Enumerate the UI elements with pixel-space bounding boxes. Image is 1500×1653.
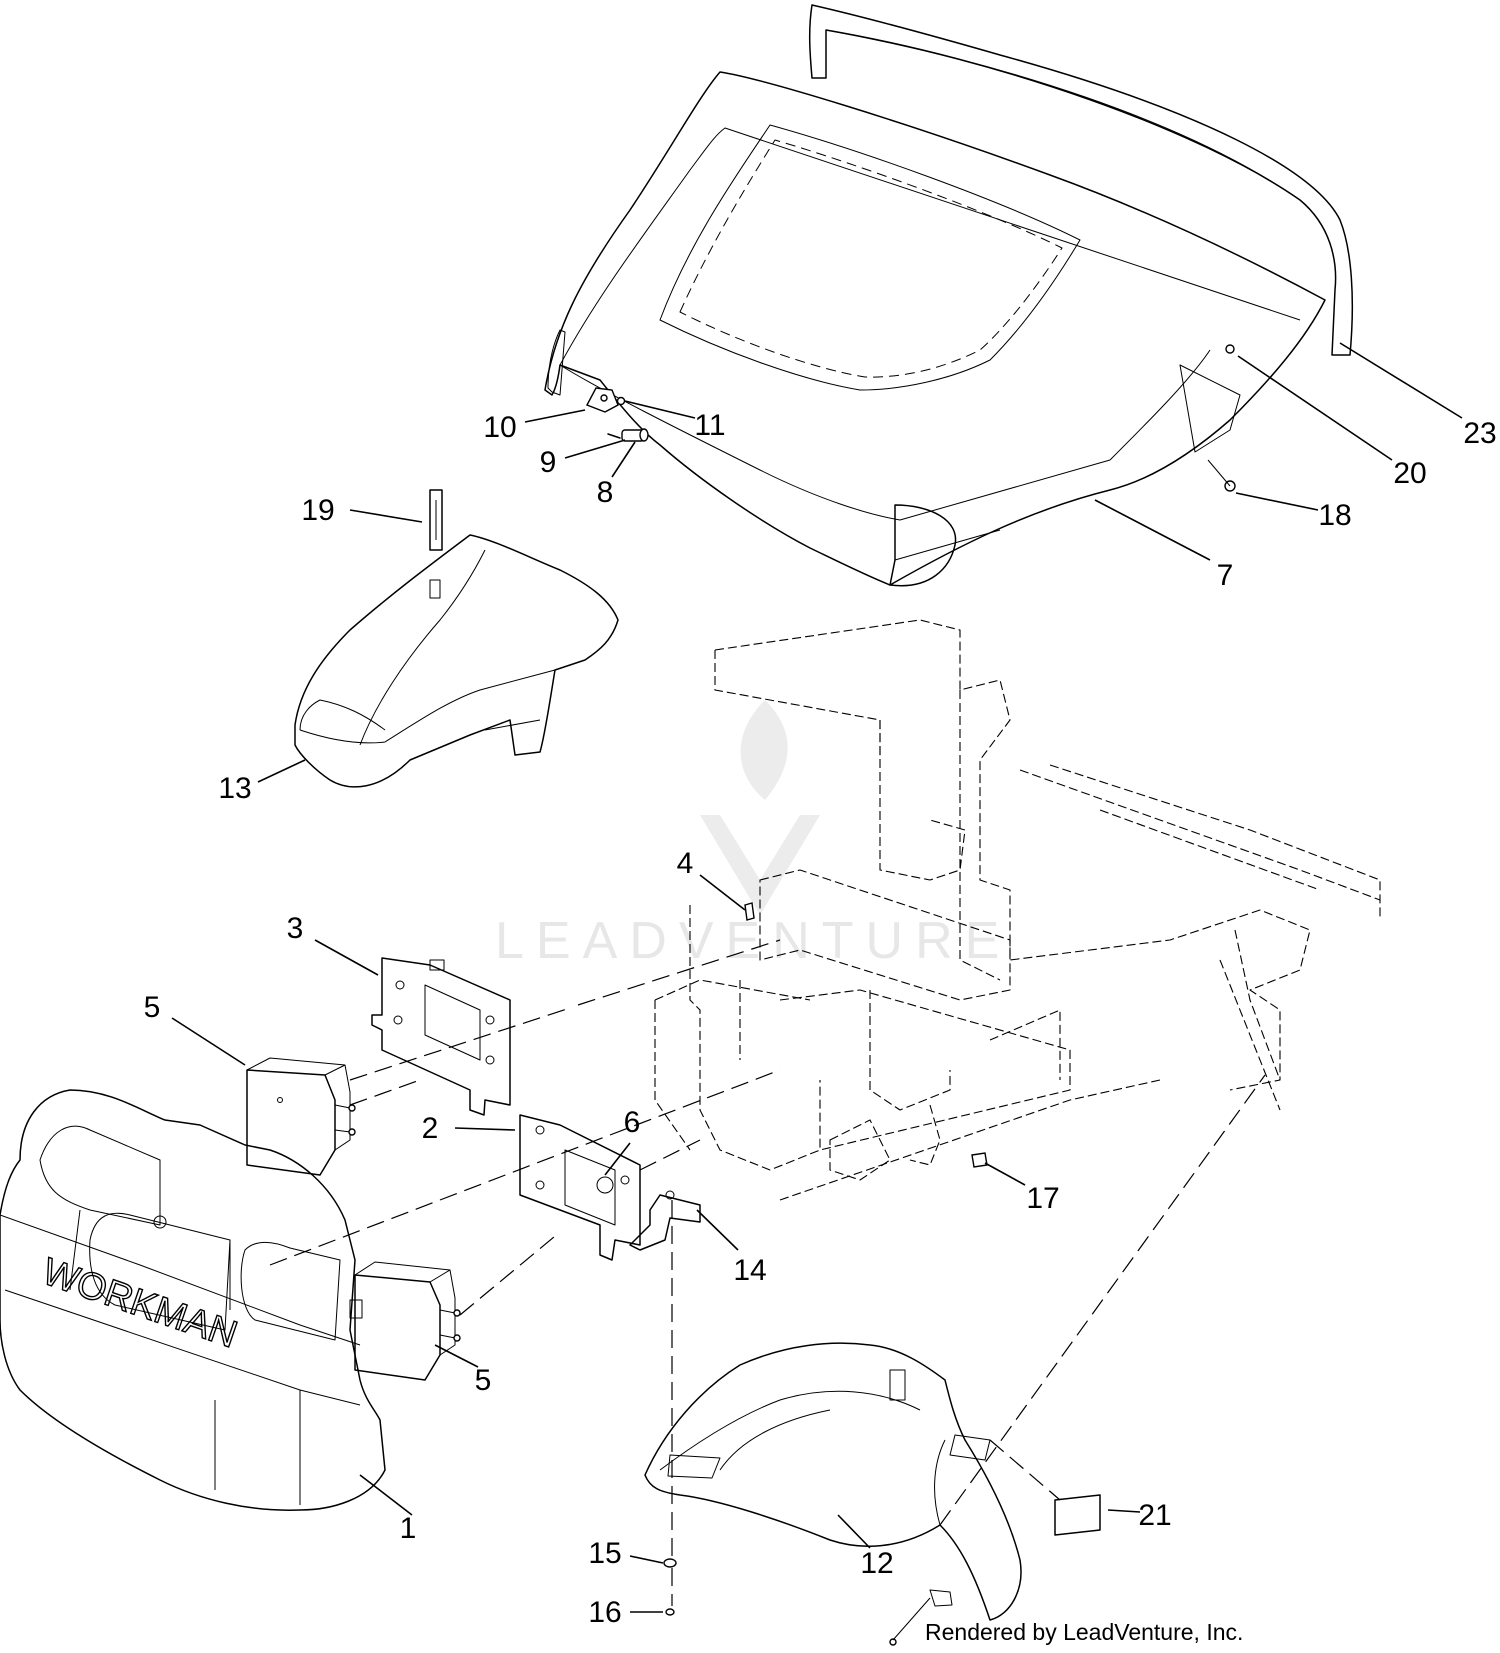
bolt-4: [744, 902, 755, 921]
callout-label: 9: [540, 446, 557, 479]
callout-leader-line: [1237, 355, 1393, 461]
callout-leader-line: [699, 874, 746, 911]
dash-cowl: [294, 534, 619, 788]
callout-label: 17: [1026, 1182, 1059, 1215]
callout-leader-line: [564, 439, 626, 459]
top-trim-strip: [808, 4, 1354, 356]
callout-leader-line: [434, 1344, 479, 1368]
callout-label: 12: [860, 1547, 893, 1580]
callout-label: 20: [1393, 457, 1426, 490]
callout-leader-line: [1235, 492, 1319, 511]
decal: [1054, 1494, 1101, 1536]
nut: [616, 396, 626, 406]
callout-label: 5: [475, 1364, 492, 1397]
callout-label: 13: [218, 772, 251, 805]
assembly-lines: [269, 939, 1266, 1606]
callout-label: 4: [677, 847, 694, 880]
callout-leader-line: [1107, 1509, 1141, 1513]
callout-leader-line: [604, 1142, 631, 1176]
callout-label: 15: [588, 1537, 621, 1570]
fender: [644, 1342, 1022, 1621]
callout-leader-line: [611, 441, 636, 478]
callout-label: 11: [694, 409, 725, 442]
callout-leader-line: [349, 509, 423, 523]
fender-hardware: [663, 1558, 677, 1616]
hood-hardware: [586, 344, 1236, 492]
callout-leader-line: [257, 759, 306, 783]
fender-mount-hardware: [889, 1589, 953, 1646]
callout-leader-line: [171, 1017, 246, 1066]
callout-leader-line: [984, 1162, 1026, 1186]
hood: [544, 71, 1326, 587]
callout-label: 16: [588, 1596, 621, 1629]
nut-16: [665, 1608, 675, 1616]
headlight-bracket-lower: [519, 1114, 641, 1261]
callout-label: 14: [733, 1254, 766, 1287]
chassis-frame: [654, 619, 1381, 1201]
headlight-upper: [246, 1057, 356, 1176]
callout-leader-line: [837, 1514, 871, 1549]
callout-label: 18: [1318, 499, 1351, 532]
watermark-logo-icon: [700, 700, 820, 915]
callout-leader-line: [624, 400, 696, 419]
brand-emboss-text: WORKMAN: [37, 1251, 242, 1357]
callout-leader-line: [1094, 499, 1211, 561]
callout-label: 2: [422, 1112, 439, 1145]
watermark-text: LEADVENTURE: [495, 912, 1011, 970]
callout-label: 3: [287, 912, 304, 945]
front-grille: WORKMAN: [0, 1089, 386, 1511]
callout-label: 23: [1463, 417, 1496, 450]
callout-label: 5: [144, 991, 161, 1024]
callout-label: 21: [1138, 1499, 1171, 1532]
washer: [1225, 344, 1235, 354]
callout-label: 8: [597, 476, 614, 509]
callout-label: 19: [301, 494, 334, 527]
callout-leader-line: [359, 1474, 413, 1516]
watermark: LEADVENTURE: [495, 700, 1011, 970]
callout-leader-line: [629, 1555, 664, 1564]
callout-leader-line: [314, 939, 379, 976]
headlight-bracket-upper: [371, 957, 511, 1116]
credit-text: Rendered by LeadVenture, Inc.: [925, 1619, 1243, 1645]
callout-label: 1: [400, 1512, 417, 1545]
callout-label: 6: [624, 1106, 641, 1139]
callout-label: 10: [483, 411, 516, 444]
callout-leader-line: [1339, 342, 1463, 419]
bolt-17: [971, 1152, 988, 1168]
headlight-lower: [354, 1261, 461, 1381]
frame-fasteners: [744, 902, 988, 1168]
callout-leader-line: [454, 1127, 516, 1131]
callout-label: 7: [1217, 559, 1234, 592]
dash-bracket: [429, 489, 443, 551]
callout-leader-line: [524, 409, 586, 423]
washer-15: [663, 1558, 677, 1568]
callout-leader-line: [696, 1209, 739, 1251]
